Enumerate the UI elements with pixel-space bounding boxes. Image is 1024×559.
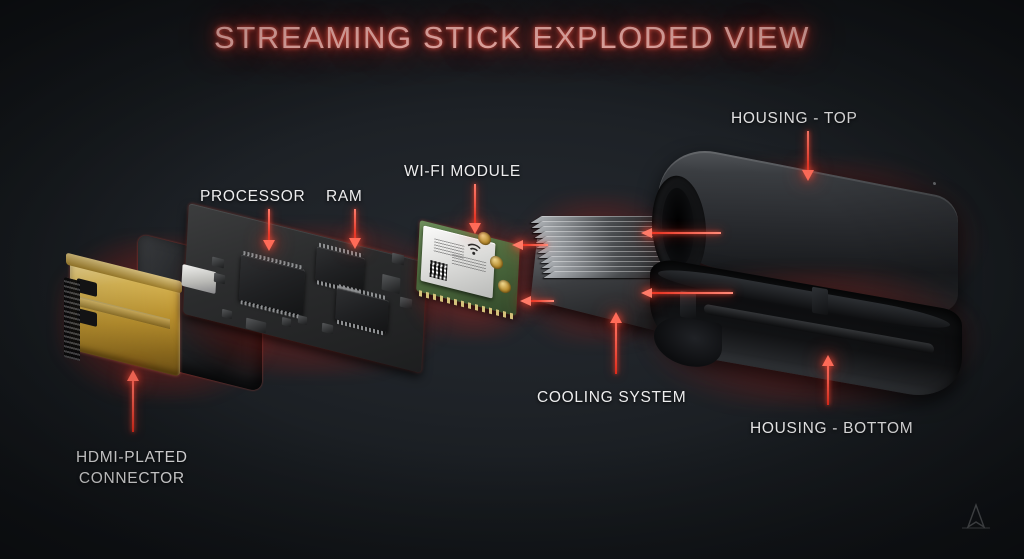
assembly-arrow-heatsink-into-housing-top [641,228,721,238]
label-housing-bottom: HOUSING - BOTTOM [750,420,914,437]
callout-arrow-processor [262,209,276,251]
arrow-head [469,223,481,234]
arrow-head [802,170,814,181]
arrow-head [610,312,622,323]
callout-arrow-hdmi [126,370,140,432]
arrow-stem [651,232,721,234]
assembly-arrow-heatsink-into-housing-bottom [641,288,733,298]
label-housing-top: HOUSING - TOP [731,110,858,127]
arrow-stem [132,379,134,432]
callout-arrow-wifi [468,184,482,234]
arrow-head [641,288,652,298]
label-hdmi: HDMI-PLATED CONNECTOR [76,449,188,487]
label-wifi: WI-FI MODULE [404,163,521,180]
arrow-head [349,238,361,249]
label-processor: PROCESSOR [200,188,306,205]
assembly-arrow-wifi-into-heatsink-lower [520,296,554,306]
studio-logo-watermark [956,497,996,537]
arrow-head [127,370,139,381]
arrow-head [263,240,275,251]
wifi-signal-icon [466,240,483,258]
arrow-head [822,355,834,366]
callout-arrow-ram [348,209,362,249]
arrow-stem [807,131,809,172]
arrow-stem [827,364,829,405]
callout-arrow-cooling [609,312,623,374]
arrow-stem [522,244,548,246]
housing-bottom-clip [812,286,828,316]
assembly-arrow-wifi-into-heatsink [512,240,548,250]
arrow-stem [354,209,356,240]
housing-top-led-pinhole [933,181,936,186]
arrow-stem [615,321,617,374]
arrow-head [520,296,531,306]
callout-arrow-housing-bottom [821,355,835,405]
arrow-head [512,240,523,250]
arrow-stem [530,300,554,302]
page-title: STREAMING STICK EXPLODED VIEW [214,20,810,55]
callout-arrow-housing-top [801,131,815,181]
arrow-stem [268,209,270,242]
arrow-stem [651,292,733,294]
label-ram: RAM [326,188,363,205]
arrow-stem [474,184,476,225]
arrow-head [641,228,652,238]
part-main-pcb [178,203,444,376]
label-cooling: COOLING SYSTEM [537,389,687,406]
hdmi-contact-teeth [64,277,80,361]
